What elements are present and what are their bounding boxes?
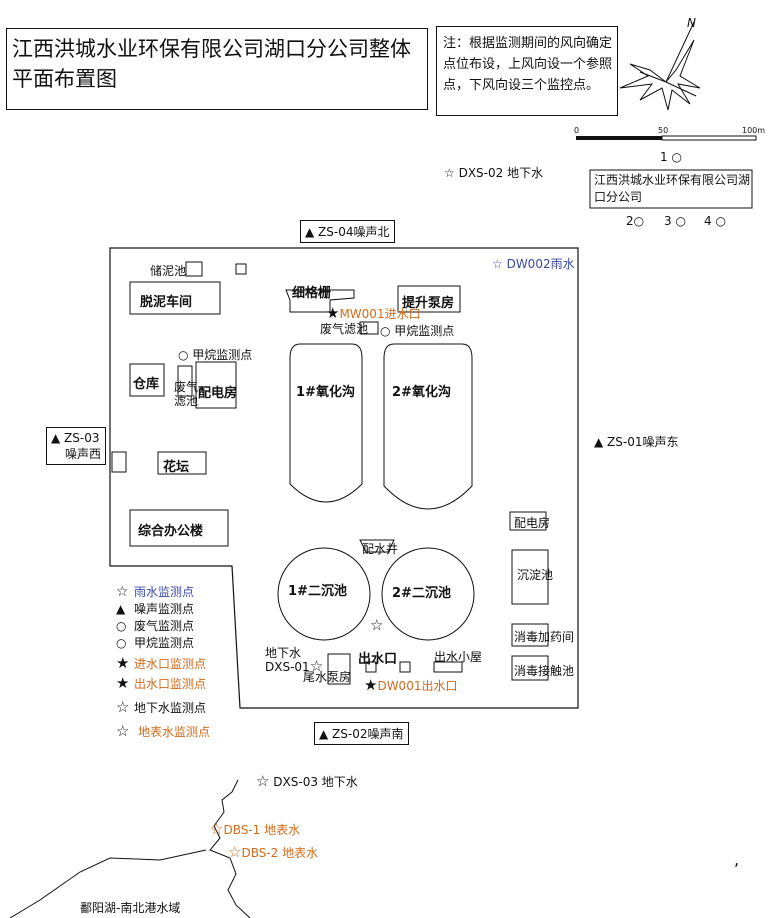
scale-bar [576,135,757,141]
dw002-rain-point: ☆ DW002雨水 [492,257,575,271]
outlet-label: 出水口 [358,652,398,667]
lift-pump-building [397,285,461,313]
sedimentation-label: 沉淀池 [517,568,554,582]
oxidation-ditch-1 [289,343,363,503]
legend-rain: ☆雨水监测点 [116,584,195,600]
shoreline [9,779,251,918]
tail-pump-label: 尾水泵房 [303,670,352,684]
zs02-noise-south: ▲ ZS-02噪声南 [314,722,409,745]
waste-gas-filter-left-label: 废气滤池 [174,380,199,408]
legend-noise: ▲噪声监测点 [116,602,195,616]
reference-company-frame [589,169,753,209]
fine-screen-shape [285,289,355,313]
dxs01-label-b: DXS-01☆ [265,657,324,675]
legend-outlet: ★出水口监测点 [116,674,207,692]
ref-point-3: 3 ○ [664,214,686,228]
office-label: 综合办公楼 [138,524,204,539]
legend-waste-gas: ○废气监测点 [116,619,195,633]
outlet-box [365,661,377,673]
legend-inlet: ★进水口监测点 [116,654,207,672]
warehouse-building [129,363,165,397]
power-room-left-label: 配电房 [198,386,238,401]
zs01-noise-east: ▲ ZS-01噪声东 [594,435,679,449]
mw001-inlet-point: ★MW001进水口 [326,304,421,322]
outlet-house-label: 出水小屋 [434,650,483,664]
sludge-pool-shape [185,261,203,277]
flower-bed-shape [157,451,207,475]
wind-rose [619,21,701,111]
clarifier-1-label: 1#二沉池 [288,584,347,599]
power-room-left-building [195,361,237,409]
power-room-right-label: 配电房 [514,516,551,530]
sedimentation-tank [511,549,549,605]
scale-label-0: 0 [574,126,580,135]
fine-screen-label: 细格栅 [292,286,332,301]
scale-label-100: 100m [742,126,766,135]
methane-point-left: ○ 甲烷监测点 [178,348,253,362]
scale-label-50: 50 [658,126,669,135]
clarifier-2-shape [381,547,475,641]
map-title: 江西洪城水业环保有限公司湖口分公司整体平面布置图 [12,37,411,91]
dewatering-building [129,281,221,315]
warehouse-label: 仓库 [133,377,160,392]
dbs2-point: ☆DBS-2 地表水 [228,843,319,861]
legend-methane: ○甲烷监测点 [116,636,195,650]
north-label: N [687,16,696,30]
plant-boundary [109,247,579,709]
zs04-noise-north: ▲ ZS-04噪声北 [300,220,395,243]
disinfect-dosing-label: 消毒加药间 [514,630,575,644]
clarifier-1-shape [277,547,371,641]
dxs03-point: ☆ DXS-03 地下水 [256,772,358,790]
ref-point-1: 1 ○ [660,150,682,164]
outlet-box-2 [399,661,411,673]
distribution-well-shape [359,539,395,553]
reference-company: 江西洪城水业环保有限公司湖口分公司 [594,173,751,204]
outlet-house-shape [433,661,463,673]
disinfect-contact-label: 消毒接触池 [514,664,575,678]
lift-pump-label: 提升泵房 [402,296,455,311]
oxidation-1-label: 1#氧化沟 [296,385,355,400]
flower-bed-label: 花坛 [163,460,190,475]
clarifier-star: ☆ [370,616,384,634]
office-building [129,509,229,547]
legend-surface-water: ☆地表水监测点 [116,722,211,740]
title-frame [6,28,428,110]
waste-gas-filter-left [177,365,193,397]
dxs01-label-a: 地下水 [265,646,302,660]
sampling-note: 注：根据监测期间的风向确定点位布设，上风向设一个参照点，下风向设三个监控点。 [443,36,613,93]
disinfect-dosing-building [511,623,549,647]
gate-shape [111,451,127,473]
legend: ☆雨水监测点 ▲噪声监测点 ○废气监测点 ○甲烷监测点 ★进水口监测点 ★出水口… [116,583,210,742]
waste-gas-filter-top [359,321,379,335]
distribution-well-label: 配水井 [362,542,399,556]
clarifier-2-label: 2#二沉池 [392,586,451,601]
disinfect-contact-building [511,655,549,681]
power-room-right-building [509,511,547,531]
dw001-outlet-point: ★DW001出水口 [364,676,458,694]
sludge-pool-label: 储泥池 [150,264,187,278]
small-hut [235,263,247,275]
legend-groundwater: ☆地下水监测点 [116,698,207,716]
methane-point-top: ○ 甲烷监测点 [380,324,455,338]
ref-point-2: 2○ [626,214,645,228]
tail-pump-building [327,653,351,685]
waste-gas-filter-top-label: 废气滤池 [320,322,369,336]
dewatering-label: 脱泥车间 [140,295,193,310]
oxidation-ditch-2 [383,343,473,510]
ref-point-4: 4 ○ [704,214,726,228]
oxidation-2-label: 2#氧化沟 [392,385,451,400]
stray-mark: , [734,850,740,869]
dbs1-point: ☆DBS-1 地表水 [210,820,301,838]
dxs02-point: ☆ DXS-02 地下水 [444,166,544,180]
note-frame [436,26,618,116]
water-body-label: 鄱阳湖-南北港水域 [80,901,181,915]
